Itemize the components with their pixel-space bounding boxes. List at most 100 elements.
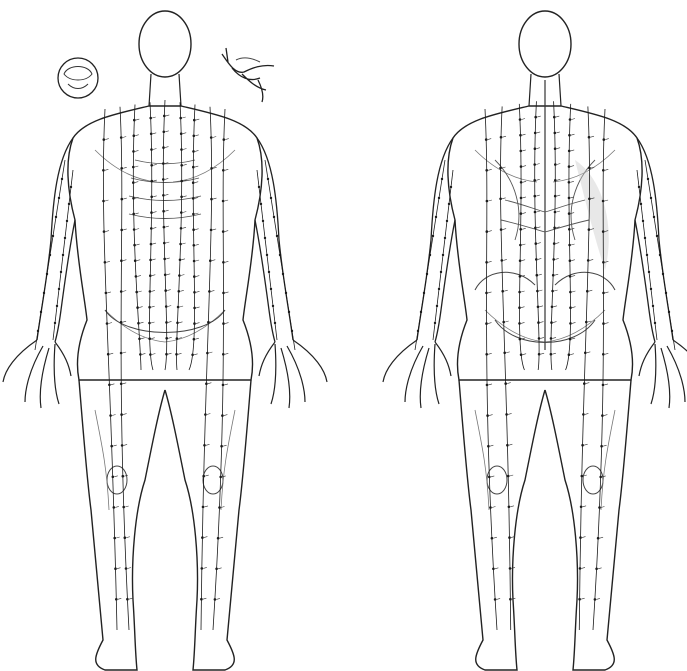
acupoint-tick (491, 476, 495, 477)
acupoint-tick (587, 352, 591, 353)
acupoint-marker (192, 228, 195, 231)
acupoint-marker (602, 292, 605, 295)
acupoint-tick (203, 598, 207, 599)
acupoint-marker (180, 132, 183, 135)
acupoint-marker (503, 352, 506, 355)
acupoint-marker (260, 203, 262, 205)
acupoint-tick (165, 194, 169, 195)
acupoint-marker (203, 444, 206, 447)
acupoint-tick (212, 260, 216, 261)
acupoint-marker (120, 383, 123, 386)
meridian-line (535, 101, 539, 370)
acupoint-tick (115, 506, 119, 507)
acupoint-marker (486, 384, 489, 387)
acupoint-tick (213, 137, 217, 138)
acupoint-tick (135, 135, 139, 136)
acupoint-marker (163, 131, 166, 134)
acupoint-tick (590, 259, 594, 260)
acupoint-tick (111, 384, 115, 385)
acupoint-tick (605, 139, 609, 140)
acupoint-tick (166, 242, 170, 243)
acupoint-marker (273, 216, 275, 218)
acupoint-marker (648, 271, 650, 273)
acupoint-tick (557, 148, 561, 149)
acupoint-marker (602, 261, 605, 264)
acupoint-marker (46, 273, 48, 275)
acupoint-marker (446, 220, 448, 222)
acupoint-tick (537, 116, 541, 117)
acupoint-tick (138, 291, 142, 292)
acupoint-marker (120, 167, 123, 170)
acupoint-marker (554, 179, 557, 182)
front-meridian-lines (35, 100, 295, 630)
acupoint-marker (108, 384, 111, 387)
acupoint-marker (499, 167, 502, 170)
acupoint-tick (183, 164, 187, 165)
meridian-line (103, 109, 117, 630)
acupoint-tick (106, 231, 110, 232)
acupoint-marker (222, 230, 225, 233)
acupoint-marker (149, 117, 152, 120)
acupoint-marker (266, 254, 268, 256)
acupoint-tick (183, 227, 187, 228)
acupoint-marker (553, 242, 556, 245)
acupoint-tick (153, 196, 157, 197)
acupoint-tick (502, 167, 506, 168)
acupoint-marker (163, 242, 166, 245)
acupoint-tick (152, 275, 156, 276)
acupoint-marker (659, 254, 661, 256)
acupoint-marker (201, 567, 204, 570)
acupoint-marker (193, 307, 196, 310)
acupoint-marker (568, 212, 571, 215)
acupoint-marker (569, 338, 572, 341)
acupoint-tick (204, 537, 208, 538)
acupoint-marker (551, 290, 554, 293)
acupoint-marker (650, 288, 652, 290)
acupoint-tick (196, 276, 200, 277)
acupoint-marker (668, 311, 670, 313)
acupoint-marker (176, 322, 179, 325)
acupoint-marker (581, 475, 584, 478)
acupoint-tick (604, 415, 608, 416)
acupoint-tick (152, 117, 156, 118)
acupoint-tick (536, 148, 540, 149)
acupoint-tick (605, 384, 609, 385)
meridian-line (163, 100, 166, 370)
acupoint-tick (152, 259, 156, 260)
acupoint-marker (647, 178, 649, 180)
acupoint-marker (500, 136, 503, 139)
acupoint-tick (218, 568, 222, 569)
acupoint-tick (571, 150, 575, 151)
acupoint-marker (209, 259, 212, 262)
acupoint-marker (489, 506, 492, 509)
acupoint-tick (183, 212, 187, 213)
acupoint-marker (120, 352, 123, 355)
acupoint-tick (123, 321, 127, 322)
acupoint-tick (539, 290, 543, 291)
acupoint-marker (520, 197, 523, 200)
acupoint-marker (568, 197, 571, 200)
acupoint-marker (588, 198, 591, 201)
acupoint-tick (136, 119, 140, 120)
acupoint-marker (192, 197, 195, 200)
acupoint-tick (538, 258, 542, 259)
acupoint-marker (500, 228, 503, 231)
acupoint-marker (193, 291, 196, 294)
acupoint-tick (123, 229, 127, 230)
acupoint-marker (258, 186, 260, 188)
acupoint-marker (519, 259, 522, 262)
acupoint-tick (196, 307, 200, 308)
acupoint-tick (205, 475, 209, 476)
acupoint-marker (552, 258, 555, 261)
acupoint-tick (503, 259, 507, 260)
acupoint-marker (163, 258, 166, 261)
acupoint-tick (504, 290, 508, 291)
acupoint-marker (201, 536, 204, 539)
acupoint-marker (432, 235, 434, 237)
acupoint-marker (423, 292, 425, 294)
acupoint-marker (121, 444, 124, 447)
acupoint-tick (123, 352, 127, 353)
acupoint-marker (448, 203, 450, 205)
acupoint-tick (537, 227, 541, 228)
acupoint-tick (105, 169, 109, 170)
